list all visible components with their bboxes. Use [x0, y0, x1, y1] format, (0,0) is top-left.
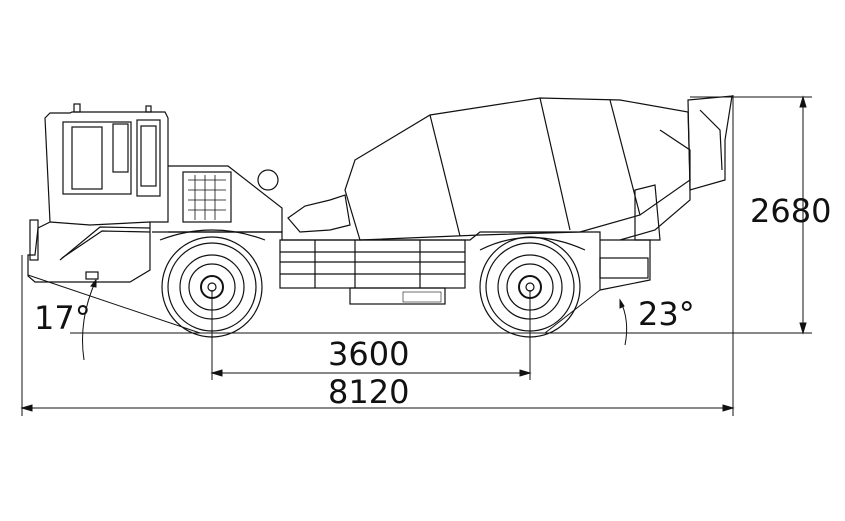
departure-angle-label: 23°: [638, 295, 695, 333]
approach-angle-label: 17°: [34, 299, 91, 337]
dimension-lines: [20, 95, 812, 416]
engine: [168, 165, 351, 233]
rear-wheel: [479, 236, 581, 338]
front-wheel: [161, 236, 263, 338]
mixer-drum: [344, 95, 733, 241]
cab: [27, 103, 169, 283]
chassis-frame: [152, 229, 651, 305]
height-dimension-label: 2680: [750, 192, 832, 230]
overall-length-dimension-label: 8120: [328, 373, 410, 411]
wheelbase-dimension-label: 3600: [328, 335, 410, 373]
